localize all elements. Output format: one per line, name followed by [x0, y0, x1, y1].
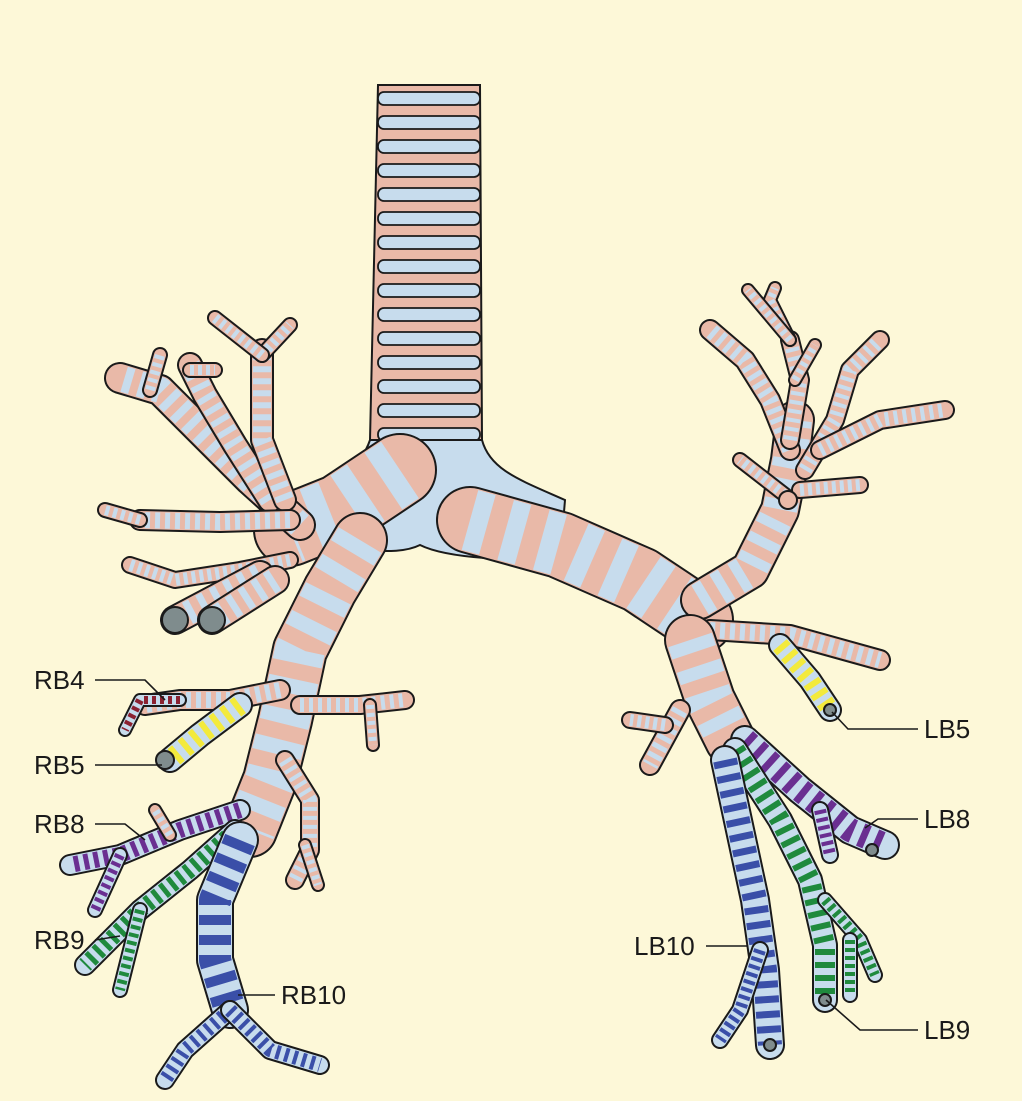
label-rb10: RB10	[281, 980, 346, 1010]
right-upper-branch-3	[250, 338, 297, 512]
lb10-branch	[710, 745, 785, 1060]
label-rb5: RB5	[34, 750, 85, 780]
leader-lb5	[831, 711, 918, 730]
lb10-twig	[711, 941, 769, 1049]
rb10-branch	[196, 821, 259, 1029]
right-upper-twig-3	[142, 347, 168, 398]
rb8-branch	[59, 799, 251, 876]
left-upper-twig-3	[741, 283, 797, 347]
leader-rb4	[95, 679, 166, 701]
trachea-ring	[377, 379, 481, 394]
trachea-ring	[377, 307, 481, 322]
trachea-ring	[377, 235, 481, 250]
bronchus-orifice	[818, 993, 832, 1007]
right-intermediate-bronchus	[222, 512, 388, 858]
label-rb8: RB8	[34, 809, 85, 839]
trachea-ring	[377, 259, 481, 274]
trachea-ring	[377, 163, 481, 178]
right-posterior-basal	[275, 750, 320, 890]
left-lingula	[699, 619, 891, 671]
right-upper-twig-2	[207, 310, 270, 363]
bronchus-orifice	[763, 1038, 777, 1052]
bronchus-orifice	[198, 606, 226, 634]
lb9-branch	[722, 737, 838, 1013]
right-superior-twig	[363, 698, 380, 752]
trachea-ring	[377, 403, 481, 418]
label-lb10: LB10	[634, 931, 695, 961]
trachea-ring	[377, 139, 481, 154]
left-upper-branch-6	[732, 452, 793, 503]
trachea-ring	[377, 187, 481, 202]
leader-lb8	[864, 818, 918, 829]
left-lower-lobe	[664, 614, 756, 766]
rb5-branch	[157, 692, 253, 773]
trachea-ring	[377, 211, 481, 226]
label-lb5: LB5	[924, 714, 970, 744]
bronchus-orifice	[865, 843, 879, 857]
left-stub	[639, 699, 691, 776]
leader-rb9	[94, 935, 121, 941]
left-upper-branch-4	[810, 400, 955, 460]
trachea-ring	[377, 91, 481, 106]
left-main-bronchus	[436, 486, 734, 654]
left-upper-branch-1	[699, 319, 801, 461]
leader-rb8	[95, 823, 146, 841]
rb10-twig-1	[155, 1000, 240, 1090]
left-upper-marker	[778, 490, 798, 510]
rb4-branch	[118, 693, 187, 737]
rb8-twig-2	[148, 803, 177, 842]
right-lateral-branch	[129, 509, 301, 533]
right-upper-branch-2	[177, 352, 283, 513]
right-superior-segment	[290, 690, 415, 715]
leader-lb9	[825, 999, 918, 1031]
lb8-twig	[811, 801, 839, 864]
trachea-ring	[377, 331, 481, 346]
bronchus-orifice	[161, 606, 189, 634]
left-upper-branch-2	[780, 330, 810, 450]
rb9-twig	[112, 902, 148, 998]
left-upper-twig-1	[788, 338, 822, 387]
trachea-ring	[377, 115, 481, 130]
lb5-branch	[768, 633, 842, 722]
rb10-twig-2	[220, 1000, 330, 1075]
left-stub-2	[621, 711, 674, 734]
airway-segments	[59, 281, 955, 1090]
right-lateral-twig	[97, 502, 148, 528]
leader-lines	[94, 679, 918, 1031]
trachea	[368, 84, 484, 442]
left-upper-branch-5	[791, 476, 869, 499]
label-lb8: LB8	[924, 804, 970, 834]
right-posterior-twig	[298, 838, 325, 892]
trachea-ring	[377, 355, 481, 370]
label-rb4: RB4	[34, 665, 85, 695]
label-lb9: LB9	[924, 1015, 970, 1045]
lb9-twig	[817, 892, 883, 983]
label-rb9: RB9	[34, 925, 85, 955]
rb8-twig	[87, 847, 128, 918]
trachea-ring	[377, 283, 481, 298]
bronchus-orifice	[155, 750, 175, 770]
